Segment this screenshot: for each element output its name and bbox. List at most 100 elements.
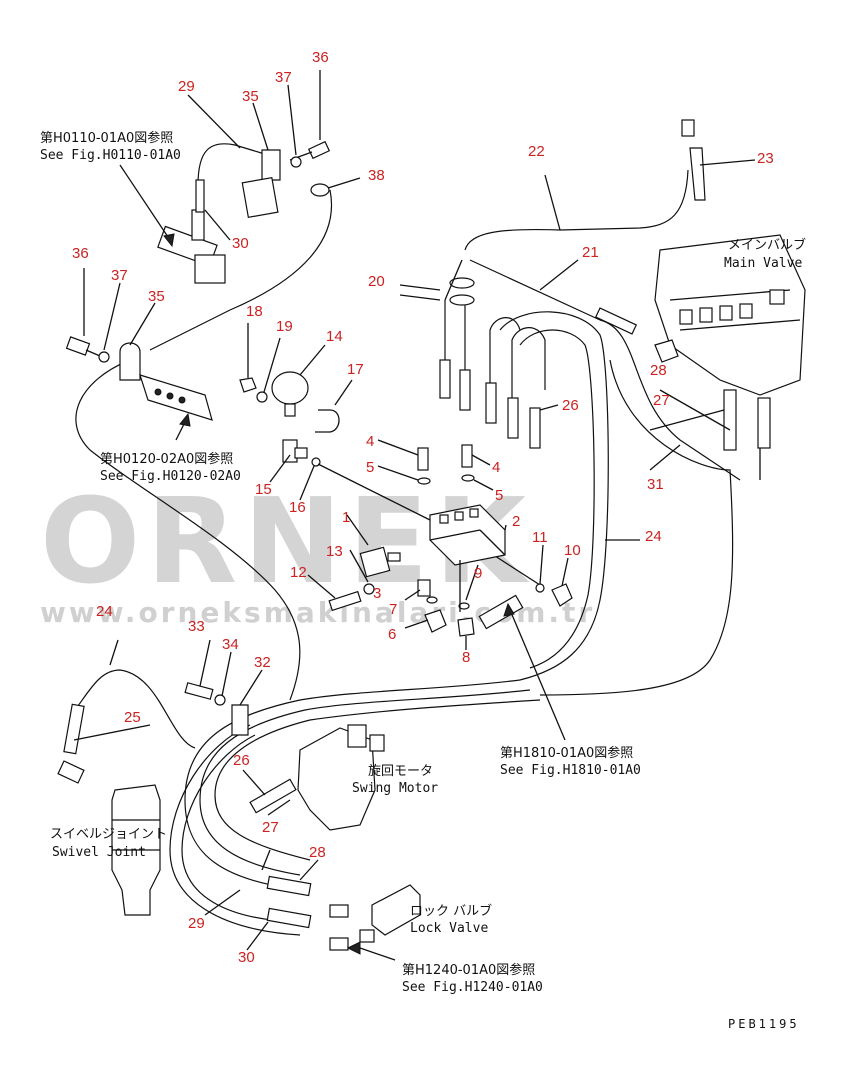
clip-32 bbox=[231, 704, 249, 736]
callout-19: 19 bbox=[276, 318, 293, 335]
hose-31-lower bbox=[539, 359, 734, 696]
o-ring-5-left bbox=[417, 477, 431, 485]
o-ring-11 bbox=[535, 583, 545, 593]
hose-end-h1810 bbox=[478, 594, 524, 630]
callout-24-left: 24 bbox=[96, 603, 113, 620]
hose-fitting-d bbox=[507, 397, 519, 439]
block-20-ring-b bbox=[449, 294, 475, 306]
arrow-h1810 bbox=[503, 602, 515, 617]
callout-36-left: 36 bbox=[72, 245, 89, 262]
fig-ref-h1240-en: See Fig.H1240-01A0 bbox=[402, 980, 543, 995]
bolt-12 bbox=[328, 590, 362, 612]
hose-24-left bbox=[74, 669, 196, 749]
elbow-8 bbox=[457, 617, 475, 637]
callout-32: 32 bbox=[254, 654, 271, 671]
hose-lower-d bbox=[169, 724, 301, 936]
callout-numbers: 1 2 3 4 4 5 5 6 7 8 9 10 11 12 13 14 15 … bbox=[72, 49, 774, 966]
hose-23 bbox=[689, 147, 706, 201]
hose-loop-3 bbox=[489, 317, 521, 385]
callout-7: 7 bbox=[389, 601, 397, 618]
o-ring-9b bbox=[458, 602, 470, 610]
callout-leaders bbox=[73, 70, 731, 951]
main-valve-label-en: Main Valve bbox=[724, 256, 802, 271]
fitting-4-left bbox=[417, 447, 429, 471]
hose-lower-c bbox=[214, 699, 541, 861]
swing-motor bbox=[297, 724, 385, 831]
arrow-h1240 bbox=[346, 941, 361, 955]
hose-24-right bbox=[499, 311, 609, 681]
swing-motor-label-jp: 旋回モータ bbox=[368, 764, 433, 779]
hose-28-lower bbox=[266, 875, 312, 897]
callout-26-upper: 26 bbox=[562, 397, 579, 414]
block-20-ring-a bbox=[449, 277, 475, 289]
callout-29-top: 29 bbox=[178, 78, 195, 95]
fig-ref-h1810-en: See Fig.H1810-01A0 bbox=[500, 763, 641, 778]
manifold-block-h0120 bbox=[139, 374, 213, 421]
fig-ref-h0120-en: See Fig.H0120-02A0 bbox=[100, 469, 241, 484]
callout-9: 9 bbox=[474, 565, 482, 582]
u-bolt-17 bbox=[315, 409, 340, 433]
hose-26-lower bbox=[249, 778, 297, 814]
callout-21: 21 bbox=[582, 244, 599, 261]
callout-18: 18 bbox=[246, 303, 263, 320]
swing-motor-label-en: Swing Motor bbox=[352, 781, 438, 796]
callout-38: 38 bbox=[368, 167, 385, 184]
callout-25: 25 bbox=[124, 709, 141, 726]
callout-5-left: 5 bbox=[366, 459, 374, 476]
callout-2: 2 bbox=[512, 513, 520, 530]
connector-top bbox=[681, 119, 695, 137]
callout-36-top: 36 bbox=[312, 49, 329, 66]
callout-17: 17 bbox=[347, 361, 364, 378]
callout-4-right: 4 bbox=[492, 459, 500, 476]
hose-21-fitting bbox=[594, 307, 638, 335]
document-id: PEB1195 bbox=[728, 1017, 800, 1031]
hose-left-loop bbox=[75, 359, 301, 701]
hose-20-link bbox=[444, 259, 463, 301]
hose-fitting-b bbox=[459, 369, 471, 411]
hose-long-upper bbox=[149, 189, 332, 351]
callout-35-left: 35 bbox=[148, 288, 165, 305]
callout-13: 13 bbox=[326, 543, 343, 560]
callout-20: 20 bbox=[368, 273, 385, 290]
callout-15: 15 bbox=[255, 481, 272, 498]
hose-24-right-inner bbox=[519, 329, 595, 669]
main-valve bbox=[654, 234, 806, 396]
main-valve-label-jp: メインバルブ bbox=[728, 237, 806, 253]
leader-23 bbox=[699, 159, 756, 166]
leader-h1240 bbox=[359, 947, 396, 961]
callout-12: 12 bbox=[290, 564, 307, 581]
fitting-7 bbox=[417, 579, 431, 597]
hose-21 bbox=[469, 259, 601, 321]
callout-27-lower: 27 bbox=[262, 819, 279, 836]
callout-16: 16 bbox=[289, 499, 306, 516]
callout-37-left: 37 bbox=[111, 267, 128, 284]
callout-26-lower: 26 bbox=[233, 752, 250, 769]
hose-25 bbox=[63, 703, 85, 755]
hose-loop-4 bbox=[511, 327, 546, 400]
hose-lower-e bbox=[181, 734, 301, 923]
clamp-38 bbox=[310, 183, 330, 197]
callout-14: 14 bbox=[326, 328, 343, 345]
bolt-33 bbox=[184, 682, 214, 700]
washer-19 bbox=[256, 391, 268, 403]
callout-28-right: 28 bbox=[650, 362, 667, 379]
bolt-36-left bbox=[65, 336, 101, 357]
callout-6: 6 bbox=[388, 626, 396, 643]
callout-35-top: 35 bbox=[242, 88, 259, 105]
clip-35-left bbox=[119, 342, 141, 381]
elbow-6 bbox=[424, 609, 447, 633]
hose-29-top bbox=[197, 143, 269, 186]
solenoid-coil-1 bbox=[359, 546, 401, 578]
swivel-joint bbox=[111, 784, 161, 916]
hose-lower-a bbox=[184, 679, 521, 891]
callout-10: 10 bbox=[564, 542, 581, 559]
swivel-joint-label-en: Swivel Joint bbox=[52, 845, 146, 860]
callout-1: 1 bbox=[342, 509, 350, 526]
accumulator-14 bbox=[271, 371, 309, 417]
hose-fitting-c bbox=[485, 382, 497, 424]
fig-ref-h1240-jp: 第H1240-01A0図参照 bbox=[402, 962, 535, 978]
elbow-swivel bbox=[57, 760, 85, 784]
hose-fitting-a bbox=[439, 359, 451, 399]
callout-30-lower: 30 bbox=[238, 949, 255, 966]
